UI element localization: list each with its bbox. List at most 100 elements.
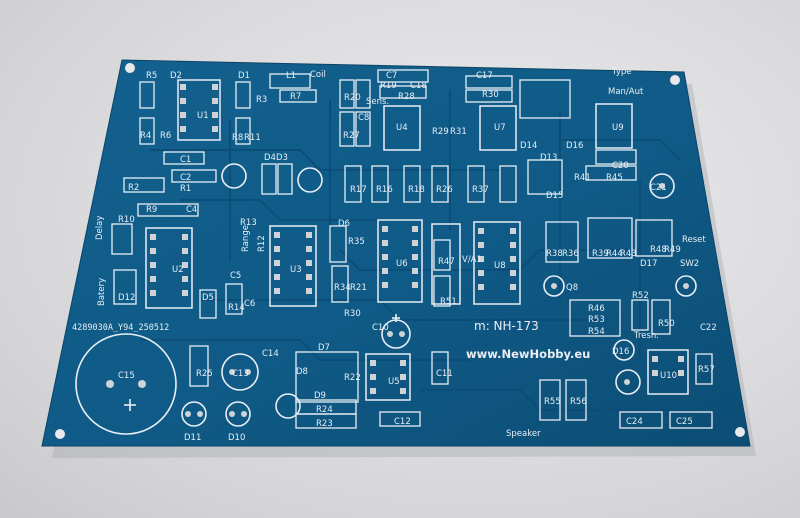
- label-r56: R56: [570, 397, 587, 407]
- label-r7: R7: [290, 92, 301, 102]
- label-r47: R47: [438, 257, 455, 267]
- label-d15: D15: [546, 191, 563, 201]
- label-r16: R16: [376, 185, 393, 195]
- resistor-footprints: [111, 69, 713, 429]
- label-reset: Reset: [682, 235, 706, 245]
- label-r38: R38: [546, 249, 563, 259]
- label-r23: R23: [316, 419, 333, 429]
- label-coil: Coil: [310, 70, 326, 80]
- label-c12: C12: [394, 417, 411, 427]
- label-c24: C24: [626, 417, 643, 427]
- label-r44: R44: [606, 249, 623, 259]
- rotated-labels: Delay Batery Range R12: [95, 216, 267, 306]
- label-u3: U3: [290, 265, 302, 275]
- label-r49: R49: [664, 245, 681, 255]
- label-u7: U7: [494, 123, 506, 133]
- label-r8: R8: [232, 133, 243, 143]
- label-r24: R24: [316, 405, 333, 415]
- polarity-marks: [124, 314, 400, 411]
- label-delay: Delay: [95, 216, 105, 240]
- label-r39: R39: [592, 249, 609, 259]
- capacitor-footprints: [75, 163, 697, 435]
- label-speaker: Speaker: [506, 429, 541, 439]
- label-d16b: D16: [612, 347, 629, 357]
- label-u6: U6: [396, 259, 408, 269]
- label-u1: U1: [197, 111, 209, 121]
- label-r45: R45: [606, 173, 623, 183]
- label-c22: C22: [700, 323, 717, 333]
- label-r4: R4: [140, 131, 151, 141]
- label-r57: R57: [698, 365, 715, 375]
- label-d5: D5: [202, 293, 214, 303]
- label-u8: U8: [494, 261, 506, 271]
- label-r25: R25: [196, 369, 213, 379]
- label-r1: R1: [180, 184, 191, 194]
- label-r50: R50: [658, 319, 675, 329]
- label-range: Range: [241, 225, 251, 252]
- label-d12: D12: [118, 293, 135, 303]
- label-d7: D7: [318, 343, 330, 353]
- label-l1: L1: [286, 71, 296, 81]
- label-c5: C5: [230, 271, 241, 281]
- label-c7: C7: [386, 71, 397, 81]
- label-thresh: Tresh.: [633, 331, 659, 341]
- label-sens: Sens.: [366, 97, 389, 107]
- label-battery: Batery: [97, 278, 107, 306]
- label-sw2: SW2: [680, 259, 699, 269]
- label-d4d3: D4D3: [264, 153, 288, 163]
- label-r2: R2: [128, 183, 139, 193]
- label-d6: D6: [338, 219, 350, 229]
- label-r3: R3: [256, 95, 267, 105]
- label-r29: R29: [432, 127, 449, 137]
- label-c4: C4: [186, 205, 197, 215]
- label-r46: R46: [588, 304, 605, 314]
- label-c10: C10: [372, 323, 389, 333]
- label-c6: C6: [244, 299, 255, 309]
- label-r41: R41: [574, 173, 591, 183]
- label-c15: C15: [118, 371, 135, 381]
- ic-pads: [150, 84, 684, 394]
- label-r26: R26: [436, 185, 453, 195]
- label-r54: R54: [588, 327, 605, 337]
- label-r52: R52: [632, 291, 649, 301]
- label-d2: D2: [170, 71, 182, 81]
- label-c2: C2: [180, 173, 191, 183]
- model-text: m: NH-173: [474, 319, 539, 333]
- label-r14: R14: [228, 303, 245, 313]
- pcb-board: [41, 59, 751, 447]
- label-c20: C20: [612, 161, 629, 171]
- website-text: www.NewHobby.eu: [466, 347, 590, 361]
- label-r51: R51: [440, 297, 457, 307]
- label-r19: R19: [380, 81, 397, 91]
- label-d11: D11: [184, 433, 201, 443]
- label-r43: R43: [620, 249, 637, 259]
- mounting-holes: [55, 63, 745, 439]
- label-d8: D8: [296, 367, 308, 377]
- label-r18: R18: [408, 185, 425, 195]
- label-d16: D16: [566, 141, 583, 151]
- label-r37: R37: [472, 185, 489, 195]
- label-d17: D17: [640, 259, 657, 269]
- label-c13: C13: [232, 369, 249, 379]
- label-c25: C25: [676, 417, 693, 427]
- label-u9: U9: [612, 123, 624, 133]
- label-r17: R17: [350, 185, 367, 195]
- label-c17: C17: [476, 71, 493, 81]
- label-type: Type: [611, 67, 632, 77]
- label-r28: R28: [398, 92, 415, 102]
- label-c11: C11: [436, 369, 453, 379]
- label-d14: D14: [520, 141, 537, 151]
- label-c8: C8: [358, 113, 369, 123]
- label-r27: R27: [343, 131, 360, 141]
- label-r20: R20: [344, 93, 361, 103]
- label-c18: C18: [410, 81, 427, 91]
- label-r35: R35: [348, 237, 365, 247]
- ic-footprints: [145, 79, 689, 401]
- label-r30: R30: [344, 309, 361, 319]
- label-r31: R31: [450, 127, 467, 137]
- label-u10: U10: [660, 371, 677, 381]
- label-r6: R6: [160, 131, 171, 141]
- label-r48: R48: [650, 245, 667, 255]
